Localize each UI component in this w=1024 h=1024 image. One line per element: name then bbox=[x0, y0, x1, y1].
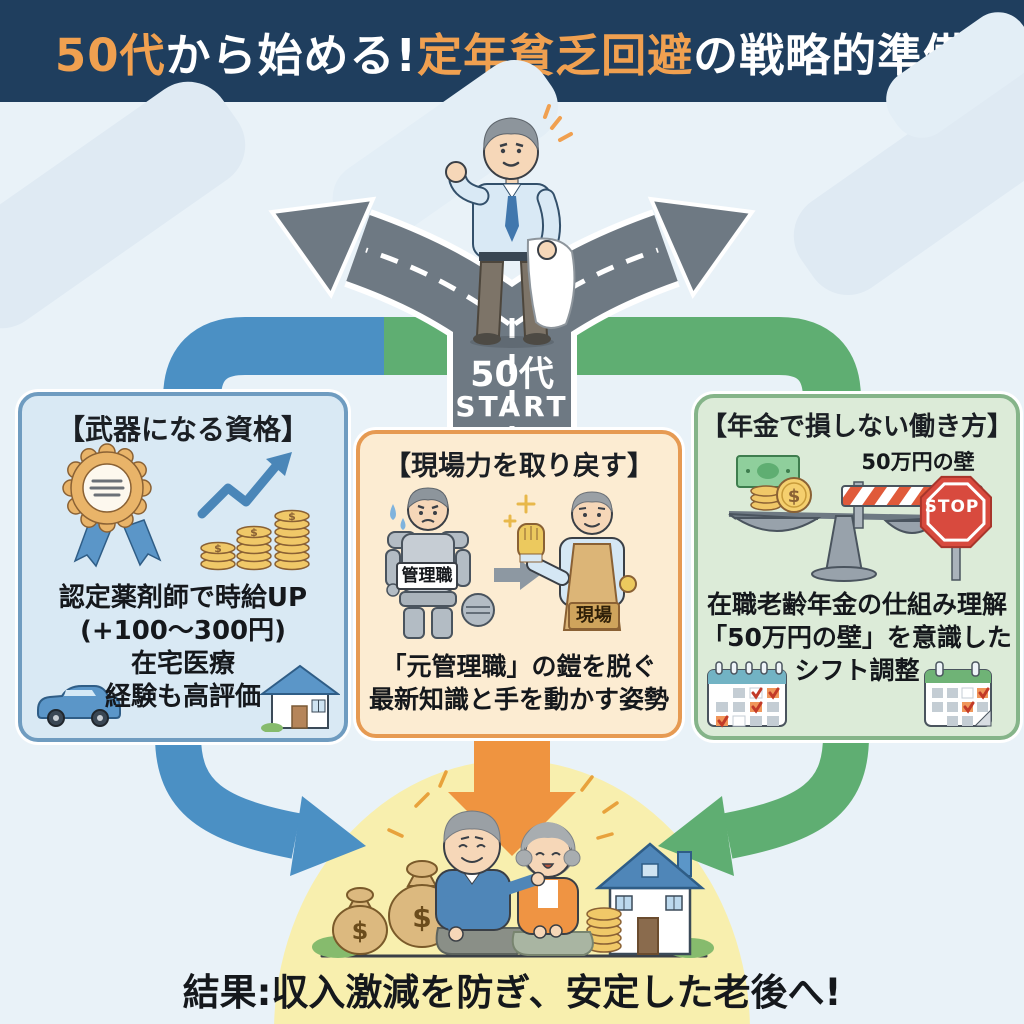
car-icon bbox=[37, 685, 121, 727]
road-start-label: START bbox=[455, 390, 569, 423]
qualifications-title: 【武器になる資格】 bbox=[56, 413, 309, 446]
coin-stack-icon bbox=[750, 485, 782, 511]
money-bag-icon: $ bbox=[332, 887, 388, 955]
pension-wall-label: 50万円の壁 bbox=[861, 450, 975, 474]
text-line: (+100〜300円) bbox=[79, 616, 287, 646]
qualifications-text: 認定薬剤師で時給UP (+100〜300円) 在宅医療 経験も高評価 bbox=[22, 582, 344, 714]
svg-text:$: $ bbox=[288, 510, 296, 523]
text-line: 在職老齢年金の仕組み理解 bbox=[706, 590, 1007, 619]
elderly-man-figure bbox=[435, 810, 525, 955]
banknote-icon bbox=[736, 455, 800, 488]
road-age-label: 50代 bbox=[470, 355, 554, 395]
growth-chart-icon: $ $ $ bbox=[197, 452, 310, 571]
sparkle-lines bbox=[543, 104, 573, 142]
blue-result-arrow bbox=[155, 735, 366, 876]
transition-arrow-icon bbox=[494, 560, 540, 590]
white-coat bbox=[526, 237, 576, 329]
calendar-icon bbox=[924, 661, 992, 727]
text-line: 認定薬剤師で時給UP bbox=[58, 583, 308, 613]
text-line: シフト調整 bbox=[794, 656, 920, 685]
coin-stack-icon bbox=[586, 907, 622, 953]
background-decoration bbox=[0, 12, 1024, 329]
balance-scale-icon bbox=[728, 511, 941, 582]
pension-text: 在職老齢年金の仕組み理解 「50万円の壁」を意識した シフト調整 bbox=[698, 588, 1016, 687]
svg-text:$: $ bbox=[214, 542, 222, 555]
calendar-icon bbox=[707, 661, 787, 728]
road-arrowhead-left bbox=[268, 196, 377, 300]
qualifications-box: 【武器になる資格】 bbox=[18, 392, 348, 742]
house-icon bbox=[594, 842, 706, 956]
field-skills-text: 「元管理職」の鎧を脱ぐ 最新知識と手を動かす姿勢 bbox=[360, 650, 678, 716]
apron-label: 現場 bbox=[568, 602, 620, 630]
svg-text:$: $ bbox=[788, 486, 801, 507]
text-line: 在宅医療 bbox=[130, 649, 235, 679]
text-line: 「50万円の壁」を意識した bbox=[702, 623, 1012, 652]
title-segment: から始める! bbox=[165, 28, 418, 82]
stop-sign-label: STOP bbox=[924, 497, 980, 517]
green-result-arrow bbox=[658, 735, 869, 876]
medal-icon bbox=[62, 443, 162, 568]
title-segment: 50代 bbox=[54, 28, 166, 82]
pension-box: 【年金で損しない働き方】 bbox=[694, 394, 1020, 740]
svg-text:$: $ bbox=[412, 901, 431, 934]
page-title: 50代から始める!定年貧乏回避の戦略的準備 bbox=[55, 19, 969, 84]
field-skills-title: 【現場力を取り戻す】 bbox=[384, 451, 654, 482]
result-statement: 結果:収入激減を防ぎ、安定した老後へ! bbox=[182, 971, 842, 1014]
businessman-figure bbox=[445, 104, 576, 348]
text-line: 経験も高評価 bbox=[104, 682, 261, 712]
retirement-couple-scene: $ $ bbox=[312, 770, 714, 958]
house-icon bbox=[260, 664, 340, 732]
elderly-woman-figure bbox=[511, 822, 594, 956]
dollar-coin-icon: $ bbox=[776, 477, 812, 513]
sunburst-dashes bbox=[387, 770, 619, 840]
title-segment: 定年貧乏回避 bbox=[417, 28, 694, 82]
text-line: 最新知識と手を動かす姿勢 bbox=[368, 685, 669, 714]
svg-text:$: $ bbox=[352, 917, 369, 945]
title-banner: 50代から始める!定年貧乏回避の戦略的準備 bbox=[0, 0, 1024, 102]
raised-fist bbox=[445, 161, 467, 183]
pension-illustration: $ bbox=[707, 455, 992, 728]
orange-result-arrow bbox=[448, 726, 576, 856]
svg-text:$: $ bbox=[250, 526, 258, 539]
stop-sign-icon bbox=[919, 475, 992, 581]
road-arrowhead-right bbox=[647, 196, 756, 300]
armor-label: 管理職 bbox=[396, 562, 458, 590]
pension-title: 【年金で損しない働き方】 bbox=[700, 412, 1013, 442]
text-line: 「元管理職」の鎧を脱ぐ bbox=[381, 652, 657, 681]
qualification-icons: $ $ $ bbox=[62, 443, 310, 571]
helmet-icon bbox=[461, 593, 495, 627]
